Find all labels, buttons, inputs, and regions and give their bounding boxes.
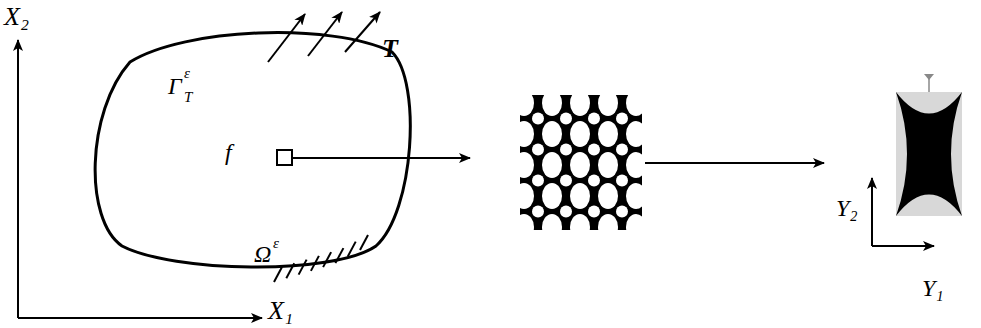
superscript: ε bbox=[184, 66, 190, 81]
axis-label: Y₁ bbox=[922, 276, 944, 300]
microstructure bbox=[520, 95, 642, 230]
unit-cell bbox=[896, 74, 962, 216]
axis-label: X₁ bbox=[268, 298, 293, 324]
load-label: f bbox=[225, 140, 232, 164]
traction-arrows bbox=[268, 12, 380, 62]
sample-square bbox=[277, 150, 292, 165]
subscript: T bbox=[184, 90, 192, 105]
support-hatching bbox=[274, 235, 368, 282]
traction-label: T bbox=[382, 36, 398, 62]
zoom-arrow bbox=[292, 157, 470, 159]
domain-outline bbox=[95, 33, 410, 267]
axis-label: Y₂ bbox=[836, 196, 858, 220]
y1-axis bbox=[872, 245, 934, 247]
x2-axis bbox=[17, 40, 19, 318]
y2-axis bbox=[871, 178, 873, 246]
domain-label: Ω bbox=[254, 242, 271, 266]
x1-axis bbox=[18, 317, 262, 319]
axis-label: X₂ bbox=[4, 4, 29, 30]
zoom-arrow bbox=[645, 162, 824, 164]
boundary-label: Γ bbox=[168, 74, 182, 98]
superscript: ε bbox=[273, 236, 279, 251]
